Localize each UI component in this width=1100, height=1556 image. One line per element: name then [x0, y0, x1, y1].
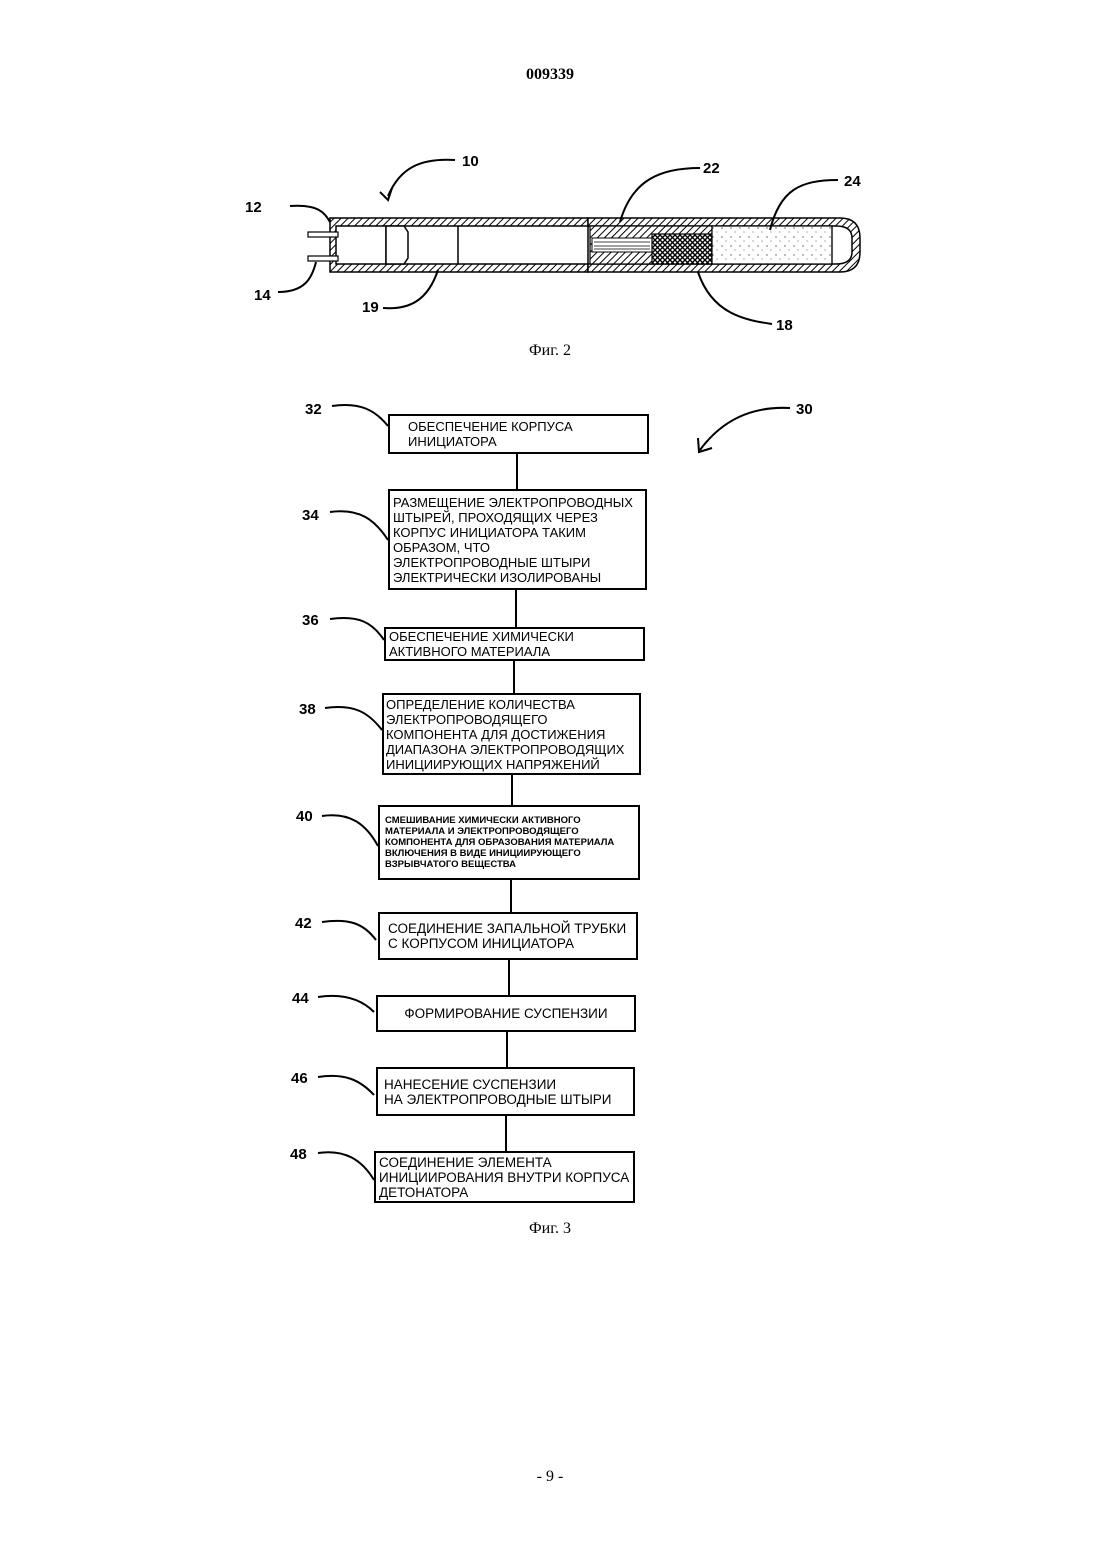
ref-12: 12 [245, 199, 262, 216]
ref-14: 14 [254, 287, 271, 304]
ref-30: 30 [796, 401, 813, 418]
flow-step-42: СОЕДИНЕНИЕ ЗАПАЛЬНОЙ ТРУБКИ С КОРПУСОМ И… [378, 912, 638, 960]
flow-step-38-text: ОПРЕДЕЛЕНИЕ КОЛИЧЕСТВА ЭЛЕКТРОПРОВОДЯЩЕГ… [386, 697, 624, 772]
flow-step-40-text: СМЕШИВАНИЕ ХИМИЧЕСКИ АКТИВНОГО МАТЕРИАЛА… [385, 815, 614, 870]
flow-step-40: СМЕШИВАНИЕ ХИМИЧЕСКИ АКТИВНОГО МАТЕРИАЛА… [378, 805, 640, 880]
ref-18: 18 [776, 317, 793, 334]
flow-step-44: ФОРМИРОВАНИЕ СУСПЕНЗИИ [376, 995, 636, 1032]
ref-10: 10 [462, 153, 479, 170]
ref-44: 44 [292, 990, 309, 1007]
ref-42: 42 [295, 915, 312, 932]
flow-step-38: ОПРЕДЕЛЕНИЕ КОЛИЧЕСТВА ЭЛЕКТРОПРОВОДЯЩЕГ… [382, 693, 641, 775]
inner-components [386, 226, 832, 264]
flow-step-48: СОЕДИНЕНИЕ ЭЛЕМЕНТА ИНИЦИИРОВАНИЯ ВНУТРИ… [374, 1151, 635, 1203]
ref-34: 34 [302, 507, 319, 524]
flow-step-46-text: НАНЕСЕНИЕ СУСПЕНЗИИ НА ЭЛЕКТРОПРОВОДНЫЕ … [384, 1077, 612, 1107]
page-number: - 9 - [0, 1468, 1100, 1486]
figure-2-caption: Фиг. 2 [0, 342, 1100, 360]
figure-2-detonator-drawing: 10 12 14 19 22 24 18 [0, 0, 1100, 380]
ref-32: 32 [305, 401, 322, 418]
flow-step-48-text: СОЕДИНЕНИЕ ЭЛЕМЕНТА ИНИЦИИРОВАНИЯ ВНУТРИ… [379, 1155, 629, 1200]
flow-step-42-text: СОЕДИНЕНИЕ ЗАПАЛЬНОЙ ТРУБКИ С КОРПУСОМ И… [388, 921, 626, 951]
ref-48: 48 [290, 1146, 307, 1163]
ref-22: 22 [703, 160, 720, 177]
ref-46: 46 [291, 1070, 308, 1087]
ref-40: 40 [296, 808, 313, 825]
ref-24: 24 [844, 173, 861, 190]
figure-3-caption: Фиг. 3 [0, 1220, 1100, 1238]
flow-step-46: НАНЕСЕНИЕ СУСПЕНЗИИ НА ЭЛЕКТРОПРОВОДНЫЕ … [376, 1067, 635, 1116]
ref-36: 36 [302, 612, 319, 629]
ref-19: 19 [362, 299, 379, 316]
flow-step-44-text: ФОРМИРОВАНИЕ СУСПЕНЗИИ [378, 1006, 634, 1021]
flow-step-36: ОБЕСПЕЧЕНИЕ ХИМИЧЕСКИ АКТИВНОГО МАТЕРИАЛ… [384, 627, 645, 661]
flow-step-34: РАЗМЕЩЕНИЕ ЭЛЕКТРОПРОВОДНЫХ ШТЫРЕЙ, ПРОХ… [388, 489, 647, 590]
flow-step-36-text: ОБЕСПЕЧЕНИЕ ХИМИЧЕСКИ АКТИВНОГО МАТЕРИАЛ… [389, 629, 574, 659]
flow-step-32: ОБЕСПЕЧЕНИЕ КОРПУСА ИНИЦИАТОРА [388, 414, 649, 454]
flow-step-34-text: РАЗМЕЩЕНИЕ ЭЛЕКТРОПРОВОДНЫХ ШТЫРЕЙ, ПРОХ… [393, 495, 633, 585]
ref-38: 38 [299, 701, 316, 718]
flow-step-32-text: ОБЕСПЕЧЕНИЕ КОРПУСА ИНИЦИАТОРА [408, 419, 573, 449]
